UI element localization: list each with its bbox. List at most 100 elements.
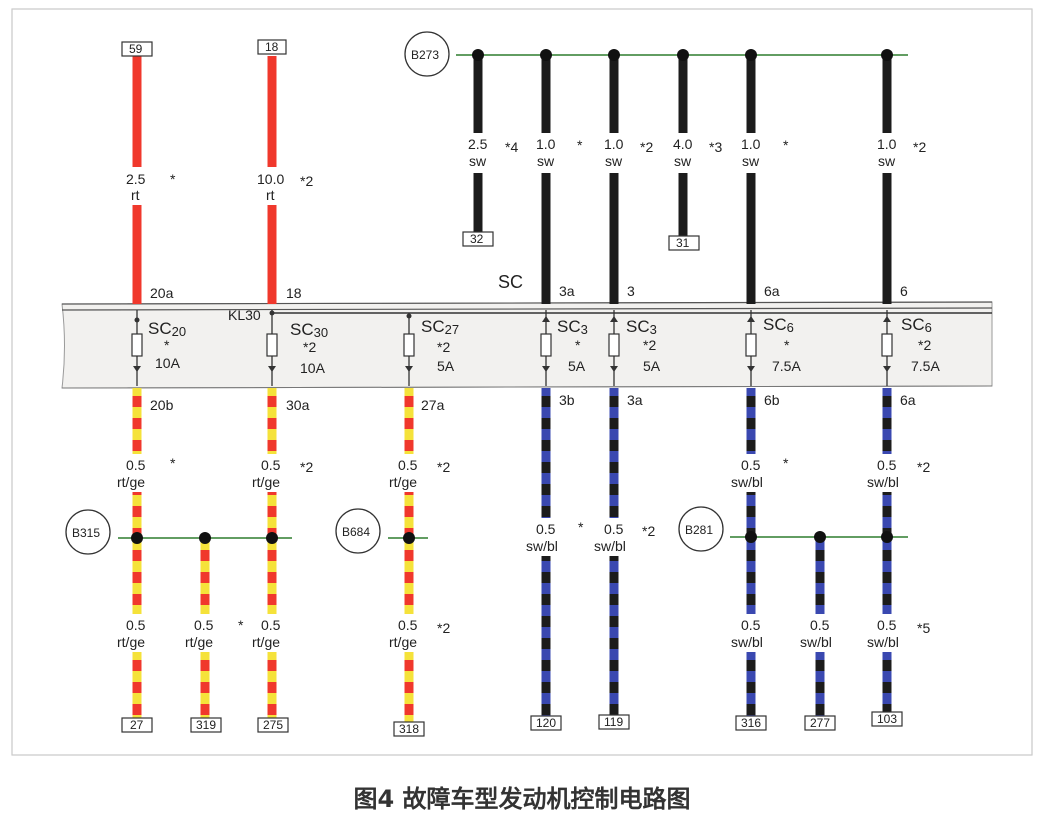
fuse-sc3-b[interactable]: SC3 *2 5A bbox=[608, 310, 661, 386]
mid-3a-note: *2 bbox=[642, 523, 655, 539]
lower-wires: 20b 30a 27a 3b 3a 6b 6a 0.5 rt/ge * 0.5 … bbox=[65, 388, 930, 737]
mid-3b-gauge: 0.5 bbox=[536, 521, 556, 537]
fuse-sc27-out-pin: 27a bbox=[421, 397, 445, 413]
connector-31[interactable] bbox=[668, 235, 700, 251]
wire-top-sc3-pin: 3 bbox=[627, 283, 635, 299]
connector-316-label: 316 bbox=[741, 716, 761, 730]
mid-6b-color: sw/bl bbox=[731, 474, 763, 490]
junction-dot bbox=[677, 49, 689, 61]
junction-dot bbox=[403, 532, 415, 544]
kl30-label: KL30 bbox=[228, 307, 261, 323]
junction-dot bbox=[814, 531, 826, 543]
connector-277[interactable] bbox=[804, 715, 836, 731]
fuse-panel-top-line bbox=[61, 301, 993, 305]
bottom-27-color: rt/ge bbox=[117, 634, 145, 650]
node-b281[interactable] bbox=[678, 506, 724, 552]
fuse-sc6-a[interactable]: SC6 * 7.5A bbox=[745, 310, 801, 386]
top-wires: 59 2.5 rt * 20a 18 10.0 rt *2 18 32 2.5 … bbox=[120, 31, 926, 304]
bottom-319-color: rt/ge bbox=[185, 634, 213, 650]
connector-59-label: 59 bbox=[129, 42, 143, 56]
mid-3a-color: sw/bl bbox=[594, 538, 626, 554]
fuse-sc6-b-out-pin: 6a bbox=[900, 392, 916, 408]
fuse-sc3-a-rating: 5A bbox=[568, 358, 586, 374]
connector-319[interactable] bbox=[190, 717, 222, 733]
mid-20-color: rt/ge bbox=[117, 474, 145, 490]
wire-top-32-note: *4 bbox=[505, 139, 518, 155]
fuse-sc20[interactable]: SC20 * 10A bbox=[131, 310, 186, 386]
bottom-319-note: * bbox=[238, 617, 244, 633]
fuse-sc6-b-arrow bbox=[883, 366, 891, 372]
label-bg bbox=[865, 454, 911, 492]
fuse-sc3-b-note: *2 bbox=[643, 337, 656, 353]
label-bg bbox=[115, 454, 159, 492]
wire-top-sc3-gauge: 1.0 bbox=[604, 136, 624, 152]
fuse-sc30-out-pin: 30a bbox=[286, 397, 310, 413]
connector-120[interactable] bbox=[530, 715, 562, 731]
fuse-sc27-rating: 5A bbox=[437, 358, 455, 374]
fuse-sc6-b-rating: 7.5A bbox=[911, 358, 940, 374]
connector-18[interactable] bbox=[257, 39, 287, 55]
connector-32[interactable] bbox=[462, 231, 494, 247]
fuse-sc6-a-arrow bbox=[747, 366, 755, 372]
fuse-sc30-body bbox=[266, 333, 278, 357]
junction-dot bbox=[266, 532, 278, 544]
wire-top-32-color: sw bbox=[469, 153, 487, 169]
junction-dot bbox=[881, 49, 893, 61]
bottom-275-gauge: 0.5 bbox=[261, 617, 281, 633]
connector-119[interactable] bbox=[598, 714, 630, 730]
mid-6a-color: sw/bl bbox=[867, 474, 899, 490]
connector-275[interactable] bbox=[257, 717, 289, 733]
connector-103[interactable] bbox=[871, 711, 903, 727]
fuse-sc30[interactable]: SC30 *2 10A bbox=[266, 310, 328, 386]
fuse-sc6-b[interactable]: SC6 *2 7.5A bbox=[881, 310, 940, 386]
figure-caption: 图4 故障车型发动机控制电路图 bbox=[353, 785, 690, 813]
node-b315[interactable] bbox=[65, 509, 111, 555]
fuse-sc6-a-rating: 7.5A bbox=[772, 358, 801, 374]
node-b273[interactable] bbox=[404, 31, 450, 77]
mid-30-gauge: 0.5 bbox=[261, 457, 281, 473]
fuse-sc3-a-title: SC3 bbox=[557, 317, 588, 337]
bottom-316-gauge: 0.5 bbox=[741, 617, 761, 633]
wire-top-sc3a-pin: 3a bbox=[559, 283, 575, 299]
wire-top-sc6a-color: sw bbox=[742, 153, 760, 169]
fuse-sc27-body bbox=[403, 333, 415, 357]
label-bg bbox=[250, 454, 294, 492]
fuse-sc20-rating: 10A bbox=[155, 355, 181, 371]
label-bg bbox=[729, 614, 775, 652]
diagram-frame bbox=[11, 8, 1033, 756]
label-bg bbox=[667, 133, 701, 173]
node-b684[interactable] bbox=[335, 508, 381, 554]
fuse-sc27[interactable]: SC27 *2 5A bbox=[403, 313, 459, 386]
wire-top-sc3a-gauge: 1.0 bbox=[536, 136, 556, 152]
label-bg bbox=[871, 133, 905, 173]
connector-119-label: 119 bbox=[604, 715, 623, 729]
fuse-sc3-a[interactable]: SC3 * 5A bbox=[540, 310, 588, 386]
fuse-sc6-b-body bbox=[881, 333, 893, 357]
fuse-sc6-a-body bbox=[745, 333, 757, 357]
fuse-sc3-a-note: * bbox=[575, 337, 581, 353]
mid-27-note: *2 bbox=[437, 459, 450, 475]
connector-318[interactable] bbox=[393, 721, 425, 737]
panel-label: SC bbox=[498, 272, 523, 292]
mid-30-note: *2 bbox=[300, 459, 313, 475]
wire-top-sc6a-pin: 6a bbox=[764, 283, 780, 299]
connector-32-label: 32 bbox=[470, 232, 484, 246]
fuse-sc3-a-body bbox=[540, 333, 552, 357]
label-bg bbox=[798, 614, 844, 652]
label-bg bbox=[592, 518, 638, 556]
junction-dot bbox=[745, 531, 757, 543]
label-bg bbox=[252, 167, 294, 205]
bottom-103-gauge: 0.5 bbox=[877, 617, 897, 633]
fuse-sc6-a-title: SC6 bbox=[763, 315, 794, 335]
label-bg bbox=[462, 133, 496, 173]
bottom-319-gauge: 0.5 bbox=[194, 617, 214, 633]
wire-top-59-note: * bbox=[170, 171, 176, 187]
fuses: SC20 * 10A SC30 *2 10A SC27 *2 5A bbox=[131, 310, 940, 386]
connector-59[interactable] bbox=[121, 41, 153, 57]
label-bg bbox=[387, 614, 431, 652]
label-bg bbox=[524, 518, 570, 556]
connector-27[interactable] bbox=[121, 717, 153, 733]
connector-316[interactable] bbox=[735, 715, 767, 731]
wire-top-sc3a-note: * bbox=[577, 137, 583, 153]
mid-27-gauge: 0.5 bbox=[398, 457, 418, 473]
